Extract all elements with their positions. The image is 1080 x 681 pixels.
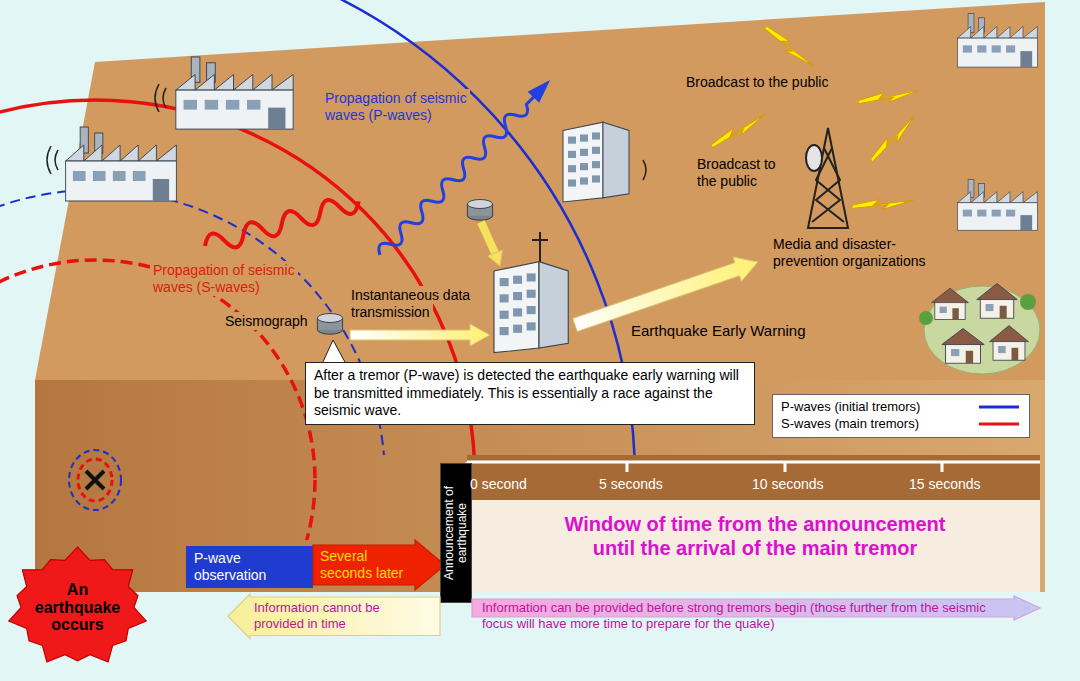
time-tick-label: 5 seconds: [596, 475, 666, 493]
legend-row: P-waves (initial tremors): [781, 399, 1021, 416]
wave-label: Propagation of seismic waves (S-waves): [150, 262, 306, 296]
time-tick-label: 15 seconds: [906, 475, 984, 493]
wave-label: Propagation of seismic waves (P-waves): [322, 89, 470, 124]
legend-text: S-waves (main tremors): [781, 416, 919, 433]
callout-box: After a tremor (P-wave) is detected the …: [305, 362, 755, 425]
broadcast-tower: [806, 128, 848, 228]
info-text: Information cannot be provided in time: [254, 600, 404, 633]
window-heading: Window of time from the announcement unt…: [562, 512, 949, 560]
time-tick-label: 0 second: [467, 476, 530, 493]
ground-surface: [35, 2, 1045, 380]
warning-label: Earthquake Early Warning: [628, 322, 828, 340]
lightning-bolts: [708, 16, 925, 223]
instrument-label: Seismograph: [222, 313, 316, 330]
transmission-label: Instantaneous data transmission: [348, 286, 473, 321]
wave-label: Propagation of seismic waves (P-waves): [322, 90, 478, 124]
wave-fronts: [0, 0, 635, 681]
step-text: P-wave observation: [194, 550, 305, 584]
p-wave-front: [0, 0, 635, 681]
receiver-label: Media and disaster-prevention organizati…: [770, 235, 929, 270]
legend-swatch: [977, 402, 1021, 412]
event-star: An earthquake occurs: [5, 545, 150, 670]
legend-line: [979, 423, 1019, 426]
data-arrow: [481, 222, 502, 266]
instrument-label: Seismograph: [222, 312, 311, 330]
legend-swatch: [977, 419, 1021, 429]
redarrow-outline: [313, 540, 445, 590]
time-tick-label: 10 seconds: [749, 476, 827, 493]
warning-label: Earthquake Early Warning: [628, 321, 809, 340]
legend-row: S-waves (main tremors): [781, 416, 1021, 433]
time-tick-label: 5 seconds: [596, 476, 666, 493]
info-arrow: Information cannot be provided in time: [228, 594, 440, 639]
announcement-box: Announcement of earthquake: [440, 463, 472, 603]
window-band: [467, 500, 1040, 592]
transmission-label: Instantaneous data transmission: [348, 287, 486, 321]
broadcast-label: Broadcast to the public: [694, 156, 794, 190]
step-text: Several seconds later: [320, 548, 410, 582]
receiver-label: Media and disaster-prevention organizati…: [770, 236, 946, 270]
time-tick-label: 10 seconds: [749, 475, 827, 493]
timeline-axis: [467, 462, 1040, 472]
shake-marks: [47, 84, 646, 180]
wave-label: Propagation of seismic waves (S-waves): [150, 261, 298, 296]
factory-icon: [176, 57, 293, 129]
seismograph-icon: [467, 200, 492, 221]
broadcast-label: Broadcast to the public: [683, 73, 831, 91]
time-tick-label: 0 second: [467, 475, 530, 493]
legend-line: [979, 406, 1019, 409]
window-heading: Window of time from the announcement unt…: [545, 512, 965, 560]
callout-text: After a tremor (P-wave) is detected the …: [314, 367, 746, 420]
timeline-strip: [467, 455, 1040, 500]
factory-icon: [66, 127, 177, 201]
broadcast-label: Broadcast to the public: [694, 155, 779, 190]
s-wave-arrow: [202, 192, 361, 256]
event-text: An earthquake occurs: [30, 581, 126, 634]
data-arrow: [350, 324, 490, 346]
info-text: Information can be provided before stron…: [482, 600, 1006, 632]
time-tick-label: 15 seconds: [906, 476, 984, 493]
factory-icon: [958, 179, 1038, 230]
office-building: [563, 122, 629, 202]
legend-text: P-waves (initial tremors): [781, 399, 920, 416]
center-station: [494, 232, 568, 353]
broadcast-label: Broadcast to the public: [683, 74, 859, 91]
star-outline: [9, 547, 146, 662]
announcement-text: Announcement of earthquake: [443, 468, 469, 598]
epicenter-mark: [69, 450, 121, 510]
factory-icon: [958, 13, 1038, 67]
leftarrow-outline: [228, 594, 440, 639]
seismograph-icon: [317, 314, 342, 335]
step-box: P-wave observation: [186, 546, 313, 588]
callout-tail: [322, 340, 346, 364]
houses: [919, 284, 1040, 374]
legend-box: P-waves (initial tremors)S-waves (main t…: [772, 394, 1030, 438]
step-arrow: Several seconds later: [313, 540, 445, 590]
info-arrow: Information can be provided before stron…: [472, 596, 1040, 638]
